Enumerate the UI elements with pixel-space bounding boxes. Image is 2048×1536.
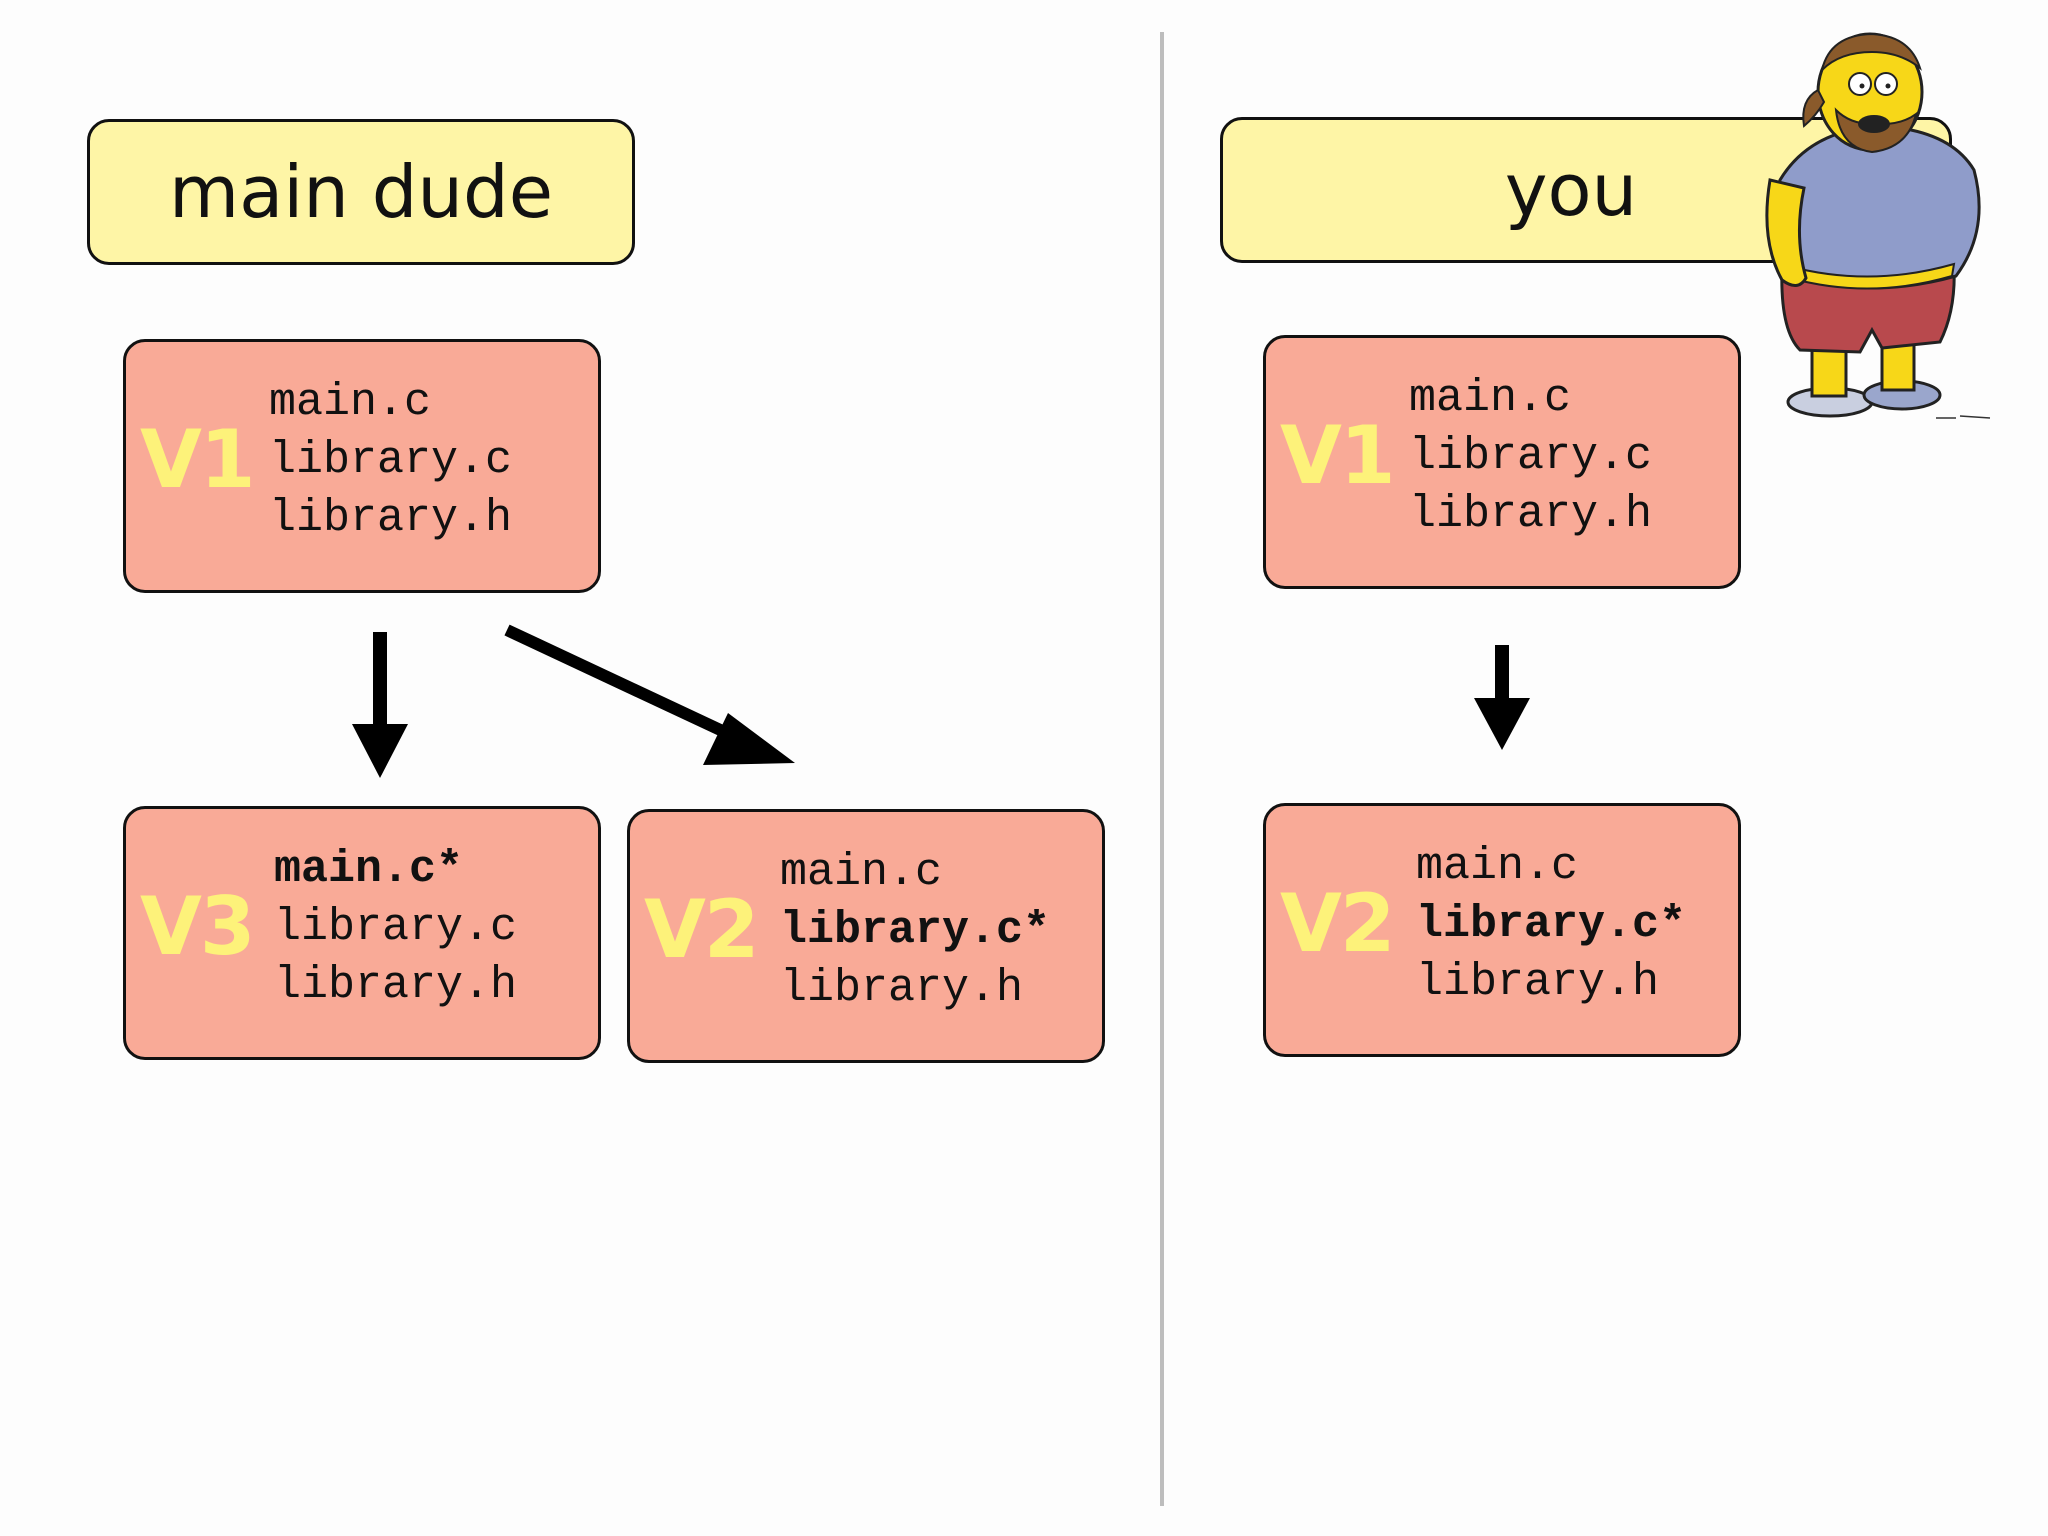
file-name: library.h xyxy=(269,493,513,544)
version-label: V1 xyxy=(1280,409,1396,502)
file-name: library.c xyxy=(274,902,518,953)
left-box-v3: V3 main.c* library.c library.h xyxy=(123,806,601,1060)
file-name: library.h xyxy=(1409,489,1653,540)
panel-divider xyxy=(1160,32,1164,1506)
file-name: library.h xyxy=(780,963,1024,1014)
file-name: library.c xyxy=(269,435,513,486)
comic-book-guy-illustration xyxy=(1765,32,1991,419)
arrow-down-icon xyxy=(352,632,408,778)
file-name-changed: library.c* xyxy=(1416,899,1687,950)
file-name: library.h xyxy=(274,960,518,1011)
header-you-label: you xyxy=(1504,148,1638,232)
file-name: library.h xyxy=(1416,957,1660,1008)
left-box-v1: V1 main.c library.c library.h xyxy=(123,339,601,593)
arrow-down-icon xyxy=(1474,645,1530,750)
file-list: main.c library.c library.h xyxy=(269,374,512,548)
version-label: V2 xyxy=(644,883,760,976)
file-name: main.c xyxy=(780,847,943,898)
right-box-v1: V1 main.c library.c library.h xyxy=(1263,335,1741,589)
right-box-v2: V2 main.c library.c* library.h xyxy=(1263,803,1741,1057)
file-list: main.c library.c* library.h xyxy=(780,844,1050,1018)
file-name: library.c xyxy=(1409,431,1653,482)
left-box-v2: V2 main.c library.c* library.h xyxy=(627,809,1105,1063)
arrow-diagonal-icon xyxy=(504,624,795,765)
file-list: main.c* library.c library.h xyxy=(274,841,517,1015)
file-name-changed: library.c* xyxy=(780,905,1051,956)
file-name: main.c xyxy=(269,377,432,428)
file-list: main.c library.c* library.h xyxy=(1416,838,1686,1012)
version-label: V2 xyxy=(1280,877,1396,970)
header-main-dude: main dude xyxy=(87,119,635,265)
file-name: main.c xyxy=(1416,841,1579,892)
header-main-dude-label: main dude xyxy=(168,150,554,234)
file-name-changed: main.c* xyxy=(274,844,464,895)
version-label: V1 xyxy=(140,413,256,506)
file-list: main.c library.c library.h xyxy=(1409,370,1652,544)
file-name: main.c xyxy=(1409,373,1572,424)
version-label: V3 xyxy=(140,880,256,973)
